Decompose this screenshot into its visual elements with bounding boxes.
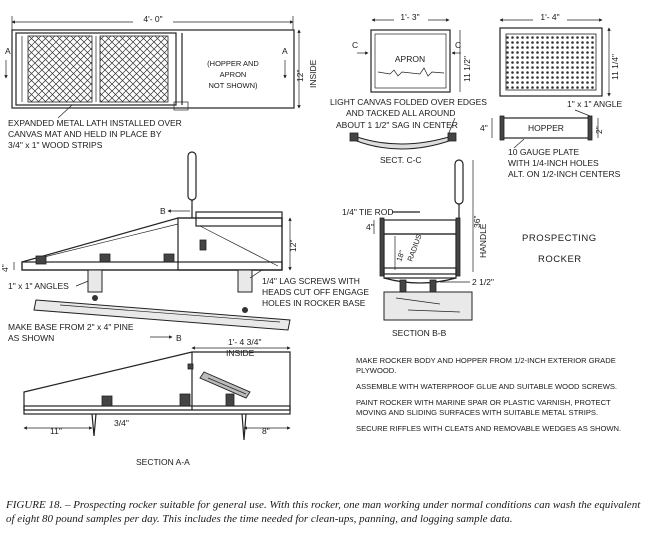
note-3: PAINT ROCKER WITH MARINE SPAR OR PLASTIC… xyxy=(356,398,611,417)
sect-cc-view: LIGHT CANVAS FOLDED OVER EDGES AND TACKE… xyxy=(330,97,487,165)
side-12-label: 12" xyxy=(288,240,298,252)
base-note-line1: MAKE BASE FROM 2" x 4" PINE xyxy=(8,322,134,332)
inside-length-label: 1'- 4 3/4" xyxy=(228,337,261,347)
plate-height-label: 11 1/4" xyxy=(610,54,620,80)
plan-view: 4'- 0" (HOPPER AND APRON NOT SHOWN) A A … xyxy=(4,13,318,150)
section-c-marker-left: C xyxy=(352,40,358,50)
hopper-label: HOPPER xyxy=(528,123,564,133)
plate-note-line1: 10 GAUGE PLATE xyxy=(508,147,580,157)
overall-length-label: 4'- 0" xyxy=(143,14,162,24)
note-1: MAKE ROCKER BODY AND HOPPER FROM 1/2-INC… xyxy=(356,356,616,375)
lath-note-line1: EXPANDED METAL LATH INSTALLED OVER xyxy=(8,118,182,128)
bb-2half-label: 2 1/2" xyxy=(472,277,494,287)
section-aa-label: SECTION A-A xyxy=(136,457,190,467)
construction-notes: MAKE ROCKER BODY AND HOPPER FROM 1/2-INC… xyxy=(356,356,641,440)
apron-height-label: 11 1/2" xyxy=(462,56,472,82)
section-bb: 36" HANDLE 1/4" TIE ROD 4" 18" RADIUS 2 … xyxy=(342,159,597,338)
section-a-marker-right: A xyxy=(282,46,288,56)
title-line2: ROCKER xyxy=(538,254,582,265)
lath-note-line3: 3/4" x 1" WOOD STRIPS xyxy=(8,140,103,150)
lag-note-line2: HEADS CUT OFF ENGAGE xyxy=(262,287,369,297)
plate-view: 1'- 4" 11 1/4" xyxy=(499,11,620,97)
lath-note-line2: CANVAS MAT AND HELD IN PLACE BY xyxy=(8,129,162,139)
note-2: ASSEMBLE WITH WATERPROOF GLUE AND SUITAB… xyxy=(356,382,618,391)
base-note-line2: AS SHOWN xyxy=(8,333,54,343)
section-b-marker-bottom: B xyxy=(176,333,182,343)
inside-label: INSIDE xyxy=(308,59,318,88)
handle-36-label: 36" xyxy=(472,216,482,228)
apron-view: 1'- 3" APRON C C 11 1/2" xyxy=(352,11,472,93)
side-elevation: B 12" 4" 1" x 1" ANGLES 1/4" LAG SCREWS … xyxy=(0,151,369,343)
angles-label: 1" x 1" ANGLES xyxy=(8,281,69,291)
aa-3-4-label: 3/4" xyxy=(114,418,129,428)
plate-note-line2: WITH 1/4-INCH HOLES xyxy=(508,158,599,168)
radius-18-label: 18" xyxy=(394,249,406,263)
hopper-4-label: 4" xyxy=(480,123,488,133)
plate-note-line3: ALT. ON 1/2-INCH CENTERS xyxy=(508,169,621,179)
canvas-note-line3: ABOUT 1 1/2" SAG IN CENTER xyxy=(336,120,458,130)
handle-label: HANDLE xyxy=(478,223,488,258)
hopper-view: 1" x 1" ANGLE HOPPER 4" 2" 10 GAUGE PLAT… xyxy=(480,99,623,179)
aa-8-label: 8" xyxy=(262,426,270,436)
lag-note-line3: HOLES IN ROCKER BASE xyxy=(262,298,366,308)
hopper-2-label: 2" xyxy=(594,126,604,134)
side-4-label: 4" xyxy=(0,264,10,272)
section-c-marker-right: C xyxy=(455,40,461,50)
aa-11-label: 11" xyxy=(50,426,62,436)
bb-4-label: 4" xyxy=(366,222,374,232)
angle-label: 1" x 1" ANGLE xyxy=(567,99,623,109)
apron-label: APRON xyxy=(395,54,425,64)
title-line1: PROSPECTING xyxy=(522,233,597,244)
canvas-note-line2: AND TACKED ALL AROUND xyxy=(346,108,455,118)
inside-height-label: 12" xyxy=(295,70,305,82)
section-a-marker-left: A xyxy=(5,46,11,56)
plate-width-label: 1'- 4" xyxy=(540,12,559,22)
lag-note-line1: 1/4" LAG SCREWS WITH xyxy=(262,276,360,286)
aa-inside-label: INSIDE xyxy=(226,348,255,358)
tie-rod-label: 1/4" TIE ROD xyxy=(342,207,394,217)
hopper-apron-line2: APRON xyxy=(220,70,247,79)
hopper-apron-line3: NOT SHOWN) xyxy=(208,81,258,90)
radius-label: RADIUS xyxy=(405,233,423,263)
hopper-apron-line1: (HOPPER AND xyxy=(207,59,259,68)
apron-width-label: 1'- 3" xyxy=(400,12,419,22)
section-bb-label: SECTION B-B xyxy=(392,328,447,338)
note-4: SECURE RIFFLES WITH CLEATS AND REMOVABLE… xyxy=(356,424,622,433)
canvas-note-line1: LIGHT CANVAS FOLDED OVER EDGES xyxy=(330,97,487,107)
figure-caption: FIGURE 18. – Prospecting rocker suitable… xyxy=(6,499,641,525)
section-aa: 1'- 4 3/4" INSIDE 11" 3/4" 8" SECTION A-… xyxy=(23,337,291,467)
sect-cc-label: SECT. C-C xyxy=(380,155,422,165)
section-b-marker-top: B xyxy=(160,206,166,216)
